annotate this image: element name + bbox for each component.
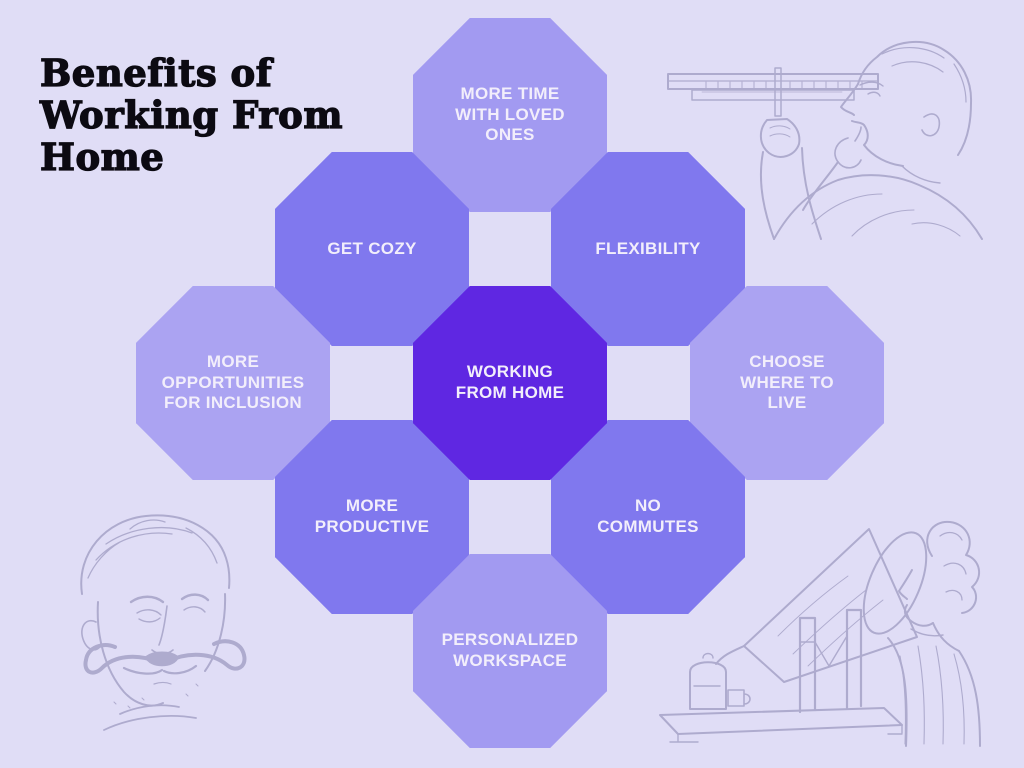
benefit-octagon-flexibility: FLEXIBILITY xyxy=(551,152,745,346)
benefit-octagon-choose-where-to-live: CHOOSE WHERE TO LIVE xyxy=(690,286,884,480)
benefit-label: MORE PRODUCTIVE xyxy=(314,496,430,536)
benefit-octagon-no-commutes: NO COMMUTES xyxy=(551,420,745,614)
benefit-octagon-get-cozy: GET COZY xyxy=(275,152,469,346)
benefit-label: NO COMMUTES xyxy=(597,496,699,536)
benefit-octagon-inclusion: MORE OPPORTUNITIES FOR INCLUSION xyxy=(136,286,330,480)
inhaler-woman-illustration-icon xyxy=(648,496,982,748)
benefit-label: CHOOSE WHERE TO LIVE xyxy=(740,351,834,413)
benefit-label: FLEXIBILITY xyxy=(595,238,701,258)
center-label: WORKING FROM HOME xyxy=(455,362,565,402)
benefit-octagon-more-productive: MORE PRODUCTIVE xyxy=(275,420,469,614)
center-octagon-working-from-home: WORKING FROM HOME xyxy=(413,286,607,480)
benefit-octagon-personalized-workspace: PERSONALIZED WORKSPACE xyxy=(413,554,607,748)
benefit-label: PERSONALIZED WORKSPACE xyxy=(441,630,579,670)
benefit-label: GET COZY xyxy=(327,238,417,258)
page-title: Benefits of Working From Home xyxy=(39,51,343,180)
ruler-man-illustration-icon xyxy=(662,24,988,240)
benefit-label: MORE OPPORTUNITIES FOR INCLUSION xyxy=(161,351,305,413)
benefit-octagon-more-time: MORE TIME WITH LOVED ONES xyxy=(413,18,607,212)
mustache-man-illustration-icon xyxy=(36,498,274,746)
benefit-label: MORE TIME WITH LOVED ONES xyxy=(455,83,565,145)
